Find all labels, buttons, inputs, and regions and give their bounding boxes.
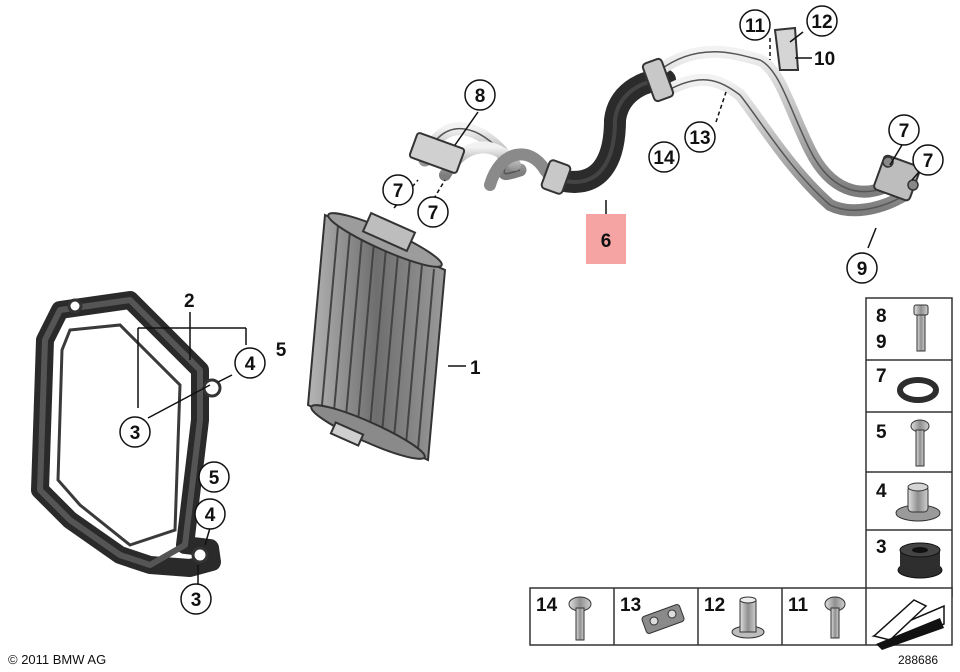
callout-2: 2 [184, 291, 195, 312]
screw-icon [910, 419, 930, 467]
rivet-nut-icon [731, 596, 765, 639]
legend-side-3: 3 [876, 537, 887, 558]
callout-4b: 4 [205, 505, 216, 526]
callout-1: 1 [470, 358, 481, 379]
callout-14: 14 [653, 148, 675, 169]
legend-bottom-14: 14 [536, 595, 558, 616]
legend-side-5: 5 [876, 422, 887, 443]
callout-6-highlight [586, 214, 626, 264]
rubber-mount-icon [895, 482, 941, 522]
callout-7d: 7 [923, 151, 934, 172]
callout-10: 10 [814, 49, 835, 70]
callout-5b: 5 [209, 468, 220, 489]
legend-bottom-13: 13 [620, 595, 641, 616]
arrow-icon [871, 599, 945, 650]
callout-8: 8 [475, 86, 486, 107]
legend-bottom-11: 11 [788, 595, 809, 616]
flange-bolt-icon [568, 596, 592, 641]
callout-12: 12 [811, 12, 832, 33]
leader-lines [137, 31, 926, 585]
callout-7b: 7 [428, 203, 439, 224]
callout-13: 13 [689, 128, 710, 149]
oil-cooler [306, 211, 447, 462]
bracket-frame [31, 291, 222, 577]
callout-5a: 5 [276, 340, 287, 361]
pipe-clip-icon [641, 604, 685, 634]
callout-7a: 7 [393, 181, 404, 202]
copyright-text: © 2011 BMW AG [8, 652, 106, 667]
callout-7c: 7 [899, 121, 910, 142]
legend-side: 8 9 7 5 4 3 [865, 297, 953, 597]
diagram-id: 288686 [898, 653, 938, 667]
legend-side-9: 9 [876, 332, 887, 353]
callout-11: 11 [745, 16, 766, 37]
legend-side-8: 8 [876, 306, 887, 327]
legend-bottom-12: 12 [704, 595, 725, 616]
callouts: 1 2 4 5 3 5 4 3 7 7 8 6 14 13 11 12 10 7 [119, 5, 944, 615]
legend-bottom: 14 13 12 11 [529, 587, 953, 650]
callout-3a: 3 [130, 423, 141, 444]
callout-9: 9 [857, 259, 868, 280]
grommet-icon [897, 542, 943, 579]
rubber-hose [549, 69, 676, 193]
bolt-icon [913, 304, 929, 352]
o-ring-icon [897, 377, 939, 403]
legend-side-4: 4 [876, 481, 887, 502]
screw-icon-bottom [824, 596, 846, 639]
callout-3b: 3 [191, 590, 202, 611]
callout-6: 6 [601, 231, 612, 252]
callout-4a: 4 [245, 354, 256, 375]
legend-side-7: 7 [876, 366, 887, 387]
oil-lines [408, 26, 921, 217]
